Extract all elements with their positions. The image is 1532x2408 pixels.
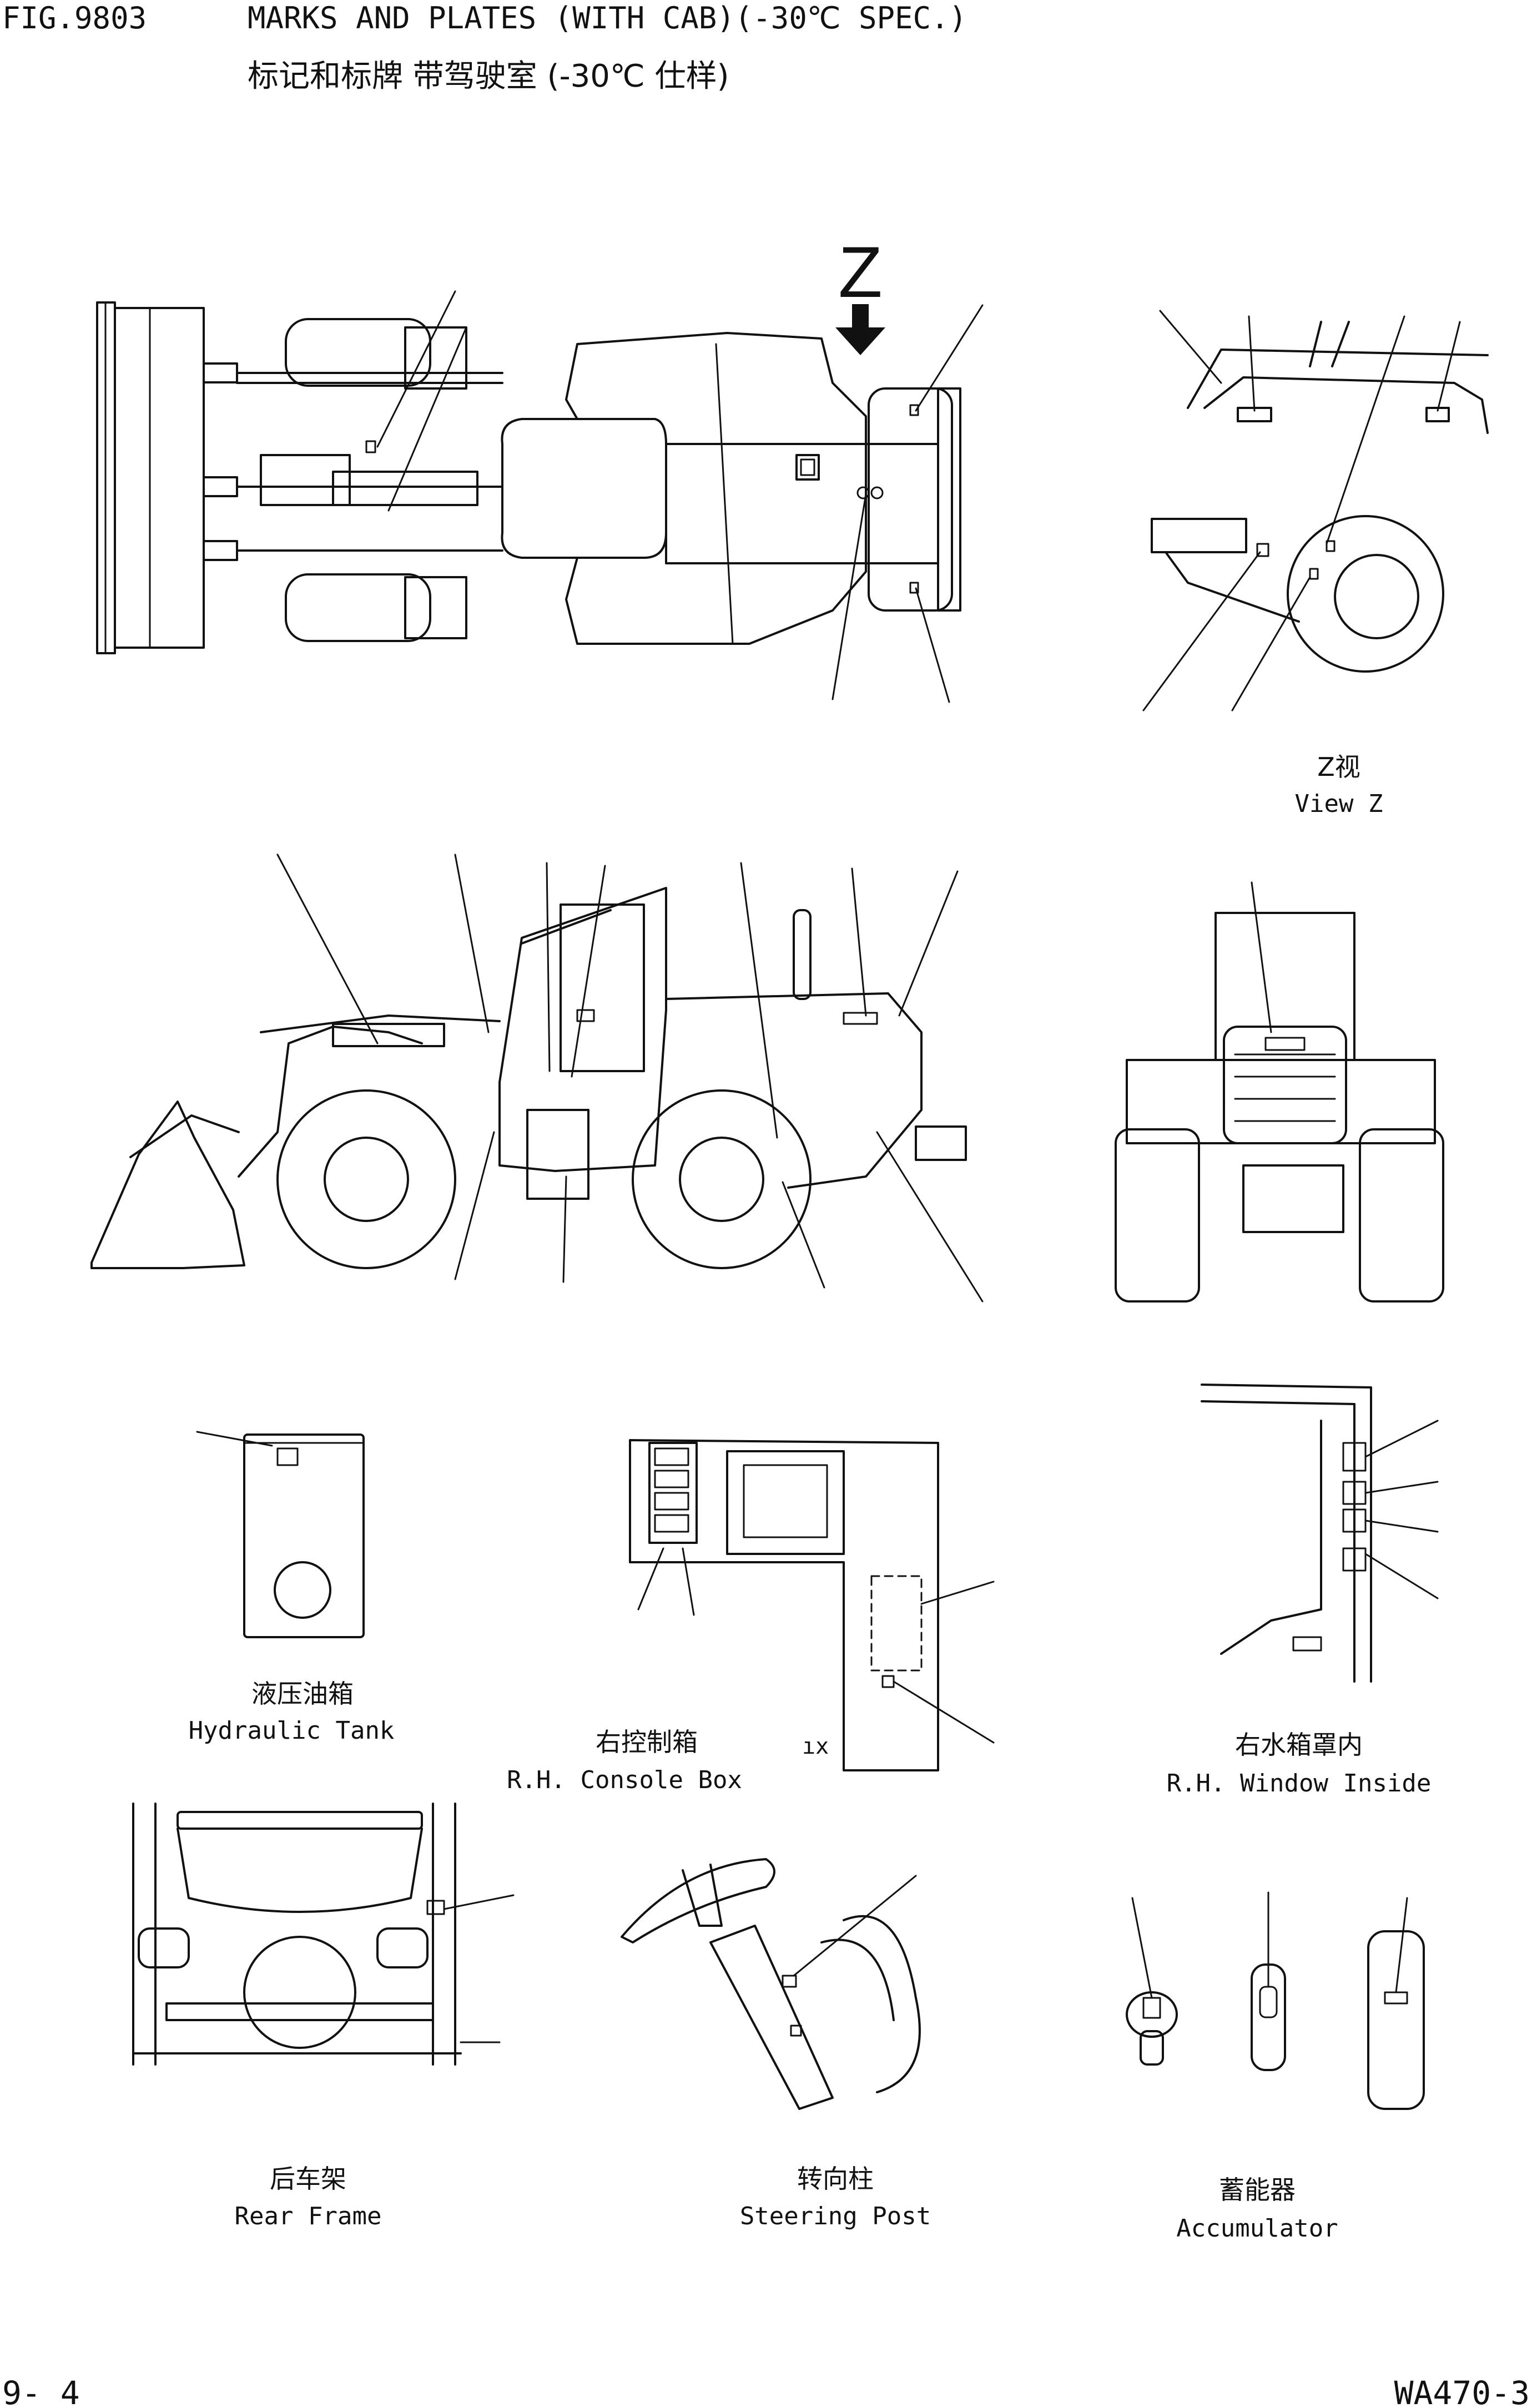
front-tire-right [286, 574, 430, 641]
hydraulic-tank-caption-cn: 液压油箱 [251, 1679, 354, 1709]
side-view [92, 855, 982, 1301]
rear-tire [1288, 516, 1443, 672]
accumulator-drawing [1127, 1892, 1424, 2109]
hydraulic-tank-caption-en: Hydraulic Tank [189, 1717, 395, 1745]
front-tire-left [286, 319, 430, 386]
top-view [97, 291, 982, 702]
accumulator-caption-en: Accumulator [1176, 2214, 1338, 2243]
rear-frame-caption-cn: 后车架 [270, 2164, 346, 2194]
console-box-caption-en: R.H. Console Box [507, 1766, 742, 1794]
steering-post-caption-en: Steering Post [740, 2202, 931, 2230]
steering-wheel [622, 1859, 774, 1942]
rear-view [1116, 882, 1443, 1301]
articulation-joint [502, 419, 666, 558]
window-inside-drawing [1202, 1385, 1438, 1682]
window-inside-caption-en: R.H. Window Inside [1167, 1769, 1432, 1798]
exhaust-stack [794, 910, 810, 999]
view-z-drawing [1143, 311, 1488, 710]
steering-column [710, 1926, 833, 2109]
view-z-caption-cn: Z视 [1317, 752, 1360, 782]
view-z-arrow [835, 304, 885, 355]
radiator-grille [1224, 1027, 1346, 1143]
console-box-caption-cn: 右控制箱 [596, 1727, 698, 1757]
bucket [92, 1102, 244, 1268]
front-wheel [278, 1091, 455, 1268]
cab [500, 888, 666, 1171]
rear-wheel [633, 1091, 810, 1268]
page-number: 9- 4 [2, 2374, 80, 2408]
rear-body [566, 333, 866, 644]
hydraulic-tank-drawing [197, 1432, 364, 1637]
window-inside-caption-cn: 右水箱罩内 [1235, 1730, 1363, 1760]
z-marker: Z [838, 231, 882, 312]
accumulator-caption-cn: 蓄能器 [1219, 2175, 1296, 2205]
figure-number: FIG.9803 [2, 1, 147, 36]
steering-post-caption-cn: 转向柱 [797, 2164, 874, 2194]
counterweight [869, 388, 952, 610]
steering-post-drawing [622, 1859, 920, 2109]
view-z-caption-en: View Z [1295, 790, 1383, 818]
figure-title-en: MARKS AND PLATES (WITH CAB)(-30℃ SPEC.) [248, 1, 967, 36]
rear-frame-caption-en: Rear Frame [235, 2202, 382, 2230]
figure-title-cn: 标记和标牌 带驾驶室 (-30℃ 仕样) [248, 58, 729, 94]
rear-frame-drawing [133, 1804, 513, 2064]
console-box-fragment: ıx [802, 1734, 829, 1759]
console-box-drawing [630, 1440, 994, 1770]
model-number: WA470-3 [1394, 2374, 1530, 2408]
